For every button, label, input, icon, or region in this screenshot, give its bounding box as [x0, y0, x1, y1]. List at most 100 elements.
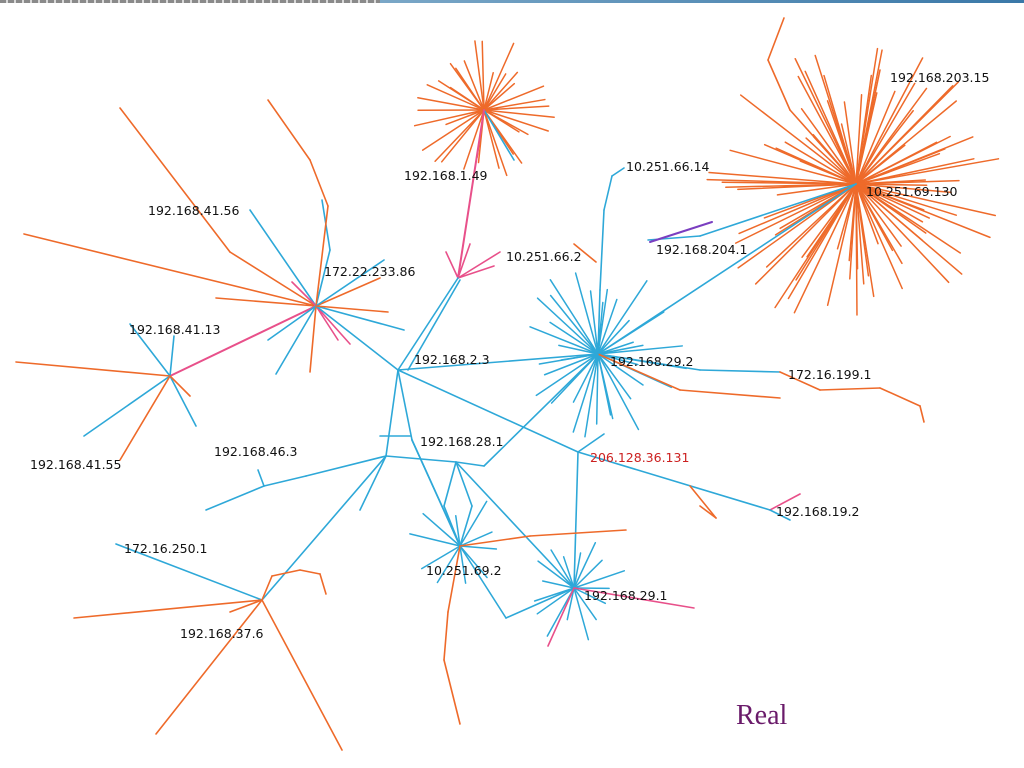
edge-72 [855, 82, 916, 185]
edge-33 [754, 183, 857, 285]
edge-247 [436, 545, 461, 584]
edge-60 [794, 57, 857, 185]
edge-284 [271, 569, 301, 577]
edge-281 [155, 599, 263, 735]
edge-139 [599, 209, 605, 291]
edge-133 [457, 109, 485, 279]
edge-170 [597, 298, 618, 355]
edge-268 [533, 587, 575, 602]
edge-213 [169, 375, 191, 397]
edge-212 [169, 375, 197, 427]
edge-238 [577, 433, 605, 453]
edge-18 [855, 183, 875, 298]
edge-146 [597, 353, 644, 386]
edge-223 [257, 469, 265, 487]
edge-159 [538, 353, 599, 365]
edge-216 [407, 279, 461, 371]
edge-89 [855, 179, 960, 185]
node-label-206-128-36-131: 206.128.36.131 [590, 450, 689, 465]
edge-233 [455, 461, 473, 507]
edge-12 [855, 183, 902, 247]
edge-204 [315, 305, 399, 371]
edge-67 [855, 93, 863, 185]
node-label-10-251-69-2: 10.251.69.2 [426, 563, 502, 578]
edge-201 [291, 281, 317, 307]
edge-217 [385, 369, 399, 457]
edge-208 [169, 335, 175, 377]
edge-184 [919, 405, 925, 423]
edge-110 [434, 109, 485, 162]
edge-271 [550, 549, 575, 589]
edge-39 [738, 183, 857, 235]
edge-210 [83, 375, 171, 437]
edge-103 [483, 109, 523, 164]
edge-109 [440, 109, 485, 163]
edge-172 [597, 319, 630, 355]
edge-226 [455, 461, 485, 467]
edge-95 [699, 183, 857, 237]
edge-257 [505, 587, 575, 619]
edge-211 [119, 375, 171, 461]
edge-282 [261, 599, 343, 751]
edge-251 [455, 515, 461, 547]
edge-86 [855, 158, 1000, 185]
edge-21 [855, 183, 858, 316]
edge-152 [584, 353, 599, 438]
edge-3 [855, 183, 958, 216]
edge-47 [729, 149, 857, 185]
edge-127 [483, 71, 519, 111]
node-label-192-168-41-56: 192.168.41.56 [148, 203, 239, 218]
edge-193 [249, 209, 317, 307]
edge-23 [848, 183, 857, 262]
edge-178 [699, 369, 781, 373]
edge-26 [793, 183, 857, 314]
edge-51 [775, 147, 857, 185]
edge-115 [417, 96, 485, 111]
edge-104 [483, 109, 508, 177]
edge-269 [541, 580, 575, 589]
edge-207 [129, 323, 171, 377]
edge-234 [455, 461, 575, 589]
edge-113 [413, 109, 485, 127]
edge-111 [421, 109, 485, 151]
edge-141 [611, 167, 625, 177]
edge-186 [119, 107, 231, 253]
edge-129 [483, 85, 545, 111]
edge-154 [572, 353, 599, 403]
edge-183 [879, 387, 921, 407]
edge-265 [566, 587, 575, 621]
edge-190 [309, 159, 329, 207]
edge-25 [826, 183, 857, 306]
edge-191 [267, 99, 311, 161]
edge-202 [309, 305, 317, 373]
edge-239 [573, 451, 579, 589]
edge-10 [855, 183, 963, 275]
edge-275 [573, 559, 603, 589]
edge-209 [15, 361, 171, 377]
edge-156 [535, 353, 599, 397]
edge-36 [737, 183, 857, 269]
node-label-10-251-69-130: 10.251.69.130 [866, 184, 957, 199]
edge-176 [597, 345, 683, 355]
edge-169 [597, 288, 609, 355]
edge-166 [574, 272, 599, 355]
edge-124 [483, 71, 494, 111]
edge-150 [597, 353, 612, 416]
edge-52 [784, 141, 857, 185]
edge-11 [855, 183, 950, 284]
edge-205 [267, 305, 317, 341]
node-label-192-168-29-1: 192.168.29.1 [584, 588, 668, 603]
edge-185 [229, 251, 317, 307]
edge-92 [767, 17, 785, 61]
edge-147 [597, 353, 632, 400]
edge-214 [397, 353, 599, 371]
edge-120 [455, 67, 485, 111]
edge-267 [536, 587, 575, 615]
edge-98 [483, 109, 555, 118]
edge-283 [261, 575, 273, 601]
edge-229 [483, 353, 599, 467]
edge-227 [359, 455, 387, 511]
edge-148 [597, 353, 640, 431]
edge-16 [855, 183, 879, 245]
